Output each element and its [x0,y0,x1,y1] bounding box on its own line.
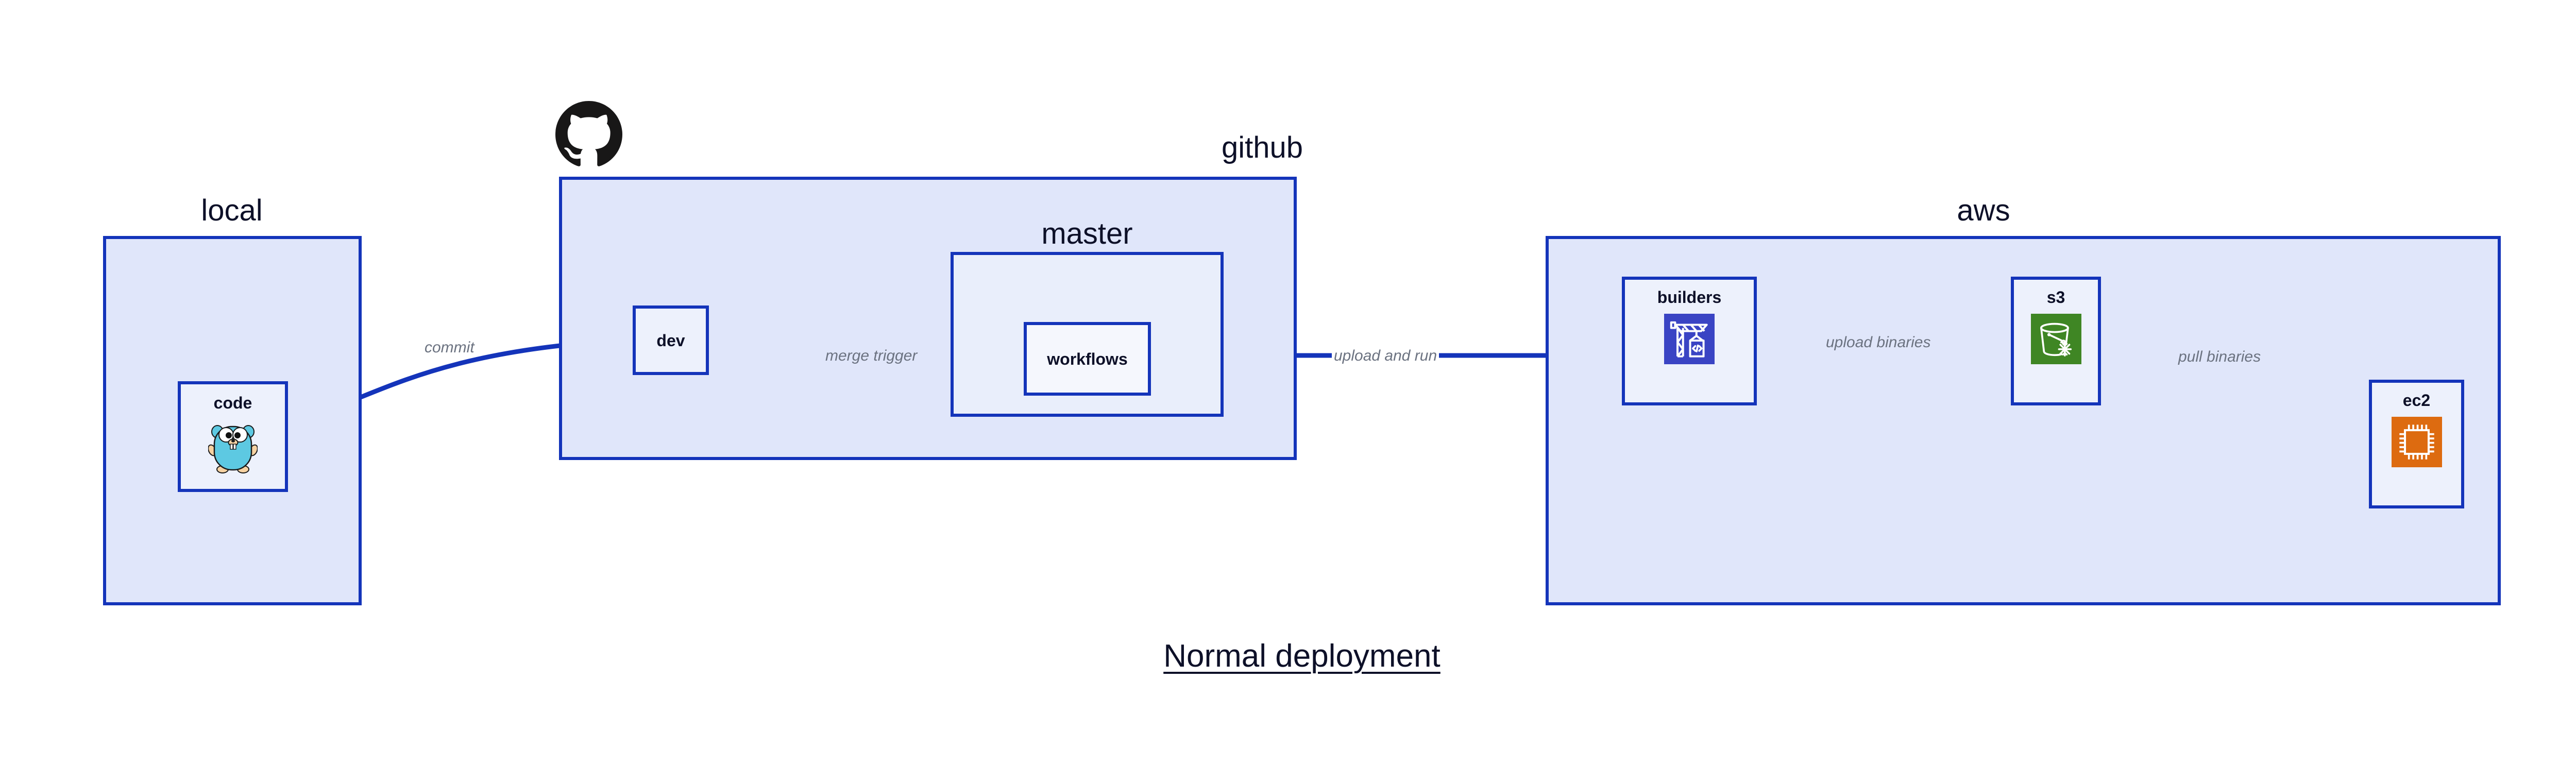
diagram-title: Normal deployment [1163,638,1440,674]
node-label-builders: builders [1657,288,1722,307]
group-label-github: github [1221,131,1303,164]
node-dev[interactable]: dev [633,305,709,375]
node-workflows[interactable]: workflows [1024,322,1151,396]
node-s3[interactable]: s3 [2011,277,2101,405]
node-label-ec2: ec2 [2402,391,2431,410]
node-label-dev: dev [656,331,685,350]
node-label-code: code [213,394,252,412]
edge-label-commit: commit [422,340,477,355]
edge-label-upload-binaries: upload binaries [1824,335,1933,350]
node-builders[interactable]: builders [1622,277,1757,405]
edge-label-upload-and-run: upload and run [1332,348,1439,364]
node-label-workflows: workflows [1047,349,1128,368]
group-label-local: local [201,194,263,227]
github-octocat-logo [555,101,622,168]
group-label-aws: aws [1957,194,2010,227]
aws-ec2-icon [2391,417,2442,467]
go-gopher-icon [208,418,258,474]
aws-s3-glacier-icon [2030,314,2081,364]
aws-codebuild-icon [1664,314,1715,364]
node-code[interactable]: code [178,381,288,492]
node-ec2[interactable]: ec2 [2369,380,2464,508]
edge-label-pull-binaries: pull binaries [2176,349,2263,365]
node-label-s3: s3 [2046,288,2065,307]
edge-label-merge-trigger: merge trigger [823,348,920,364]
group-label-master: master [1041,217,1133,250]
